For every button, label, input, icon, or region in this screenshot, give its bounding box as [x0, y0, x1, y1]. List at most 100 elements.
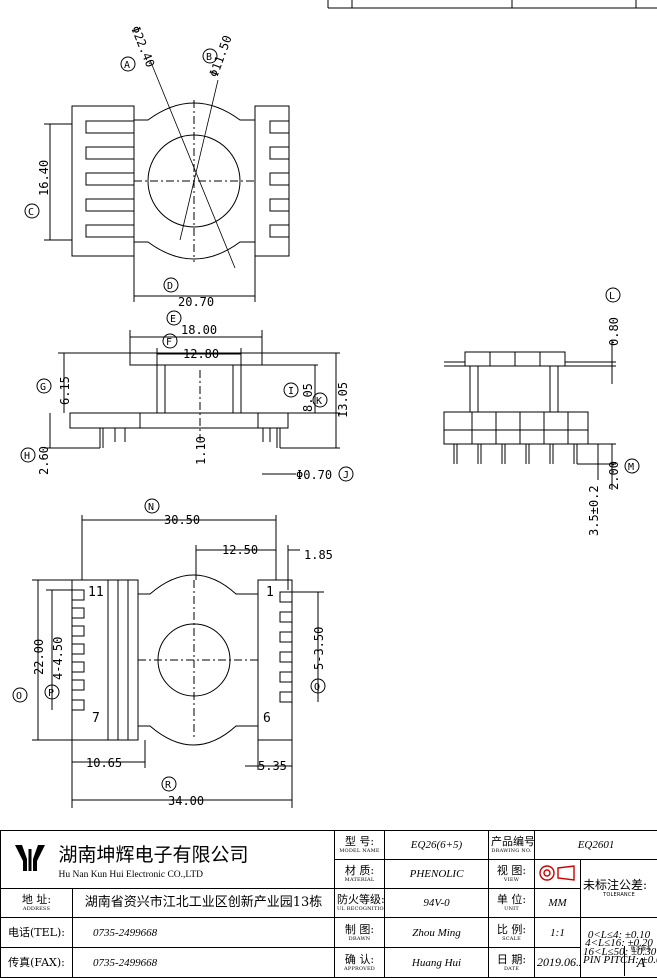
address-value: 湖南省资兴市江北工业区创新产业园13栋	[71, 888, 336, 918]
dim-p-text: 4-4.50	[51, 637, 65, 680]
dim-r-text: 34.00	[168, 794, 204, 808]
dim-c-text: 16.40	[37, 160, 51, 196]
balloon-d: D	[163, 277, 179, 293]
company-name-en: Hu Nan Kun Hui Electronic CO.,LTD	[58, 869, 204, 880]
balloon-l: L	[605, 287, 621, 303]
svg-text:L: L	[609, 291, 615, 302]
date-label-cell: 日 期:DATE	[488, 947, 536, 978]
drawing-no-label-cell: 产品编号:DRAWING NO.	[488, 830, 536, 860]
dim-d-text: 20.70	[178, 295, 214, 309]
sheet-border-top	[327, 0, 657, 9]
balloon-i: I	[283, 382, 299, 398]
svg-text:E: E	[170, 314, 176, 325]
side-view	[443, 340, 616, 490]
model-label-cell: 型 号:MODEL NAME	[334, 830, 386, 860]
balloon-j: J	[338, 466, 354, 482]
tel-value: 0735-2499668	[71, 917, 336, 948]
fire-label-cell: 防火等级:UL RECOGNITION	[334, 888, 386, 918]
balloon-c: C	[24, 203, 40, 219]
fire-value: 94V-0	[384, 888, 490, 918]
dim-a-text: Φ22.40	[128, 24, 157, 69]
address-label-cell: 地 址:ADDRESS	[0, 888, 73, 918]
pin-6-label: 6	[263, 711, 271, 726]
balloon-e: E	[166, 310, 182, 326]
balloon-a: A	[120, 56, 136, 72]
dim-m-text: 2.00	[607, 461, 621, 490]
dim-l-text: 0.80	[607, 317, 621, 346]
revision-box: 版本版本 A	[624, 946, 657, 976]
tolerance-cell: 未标注公差:TOLERANCE	[580, 859, 657, 918]
dim-1250-text: 12.50	[222, 543, 258, 557]
title-block: 湖南坤辉电子有限公司 Hu Nan Kun Hui Electronic CO.…	[0, 830, 657, 978]
dim-110-text: 1.10	[194, 436, 208, 465]
svg-text:M: M	[628, 462, 634, 473]
svg-text:R: R	[165, 780, 172, 791]
front-view	[44, 330, 340, 475]
svg-text:C: C	[28, 207, 34, 218]
bottom-view	[32, 515, 324, 808]
projection-symbol	[534, 859, 582, 889]
view-label-cell: 视 图:VIEW	[488, 859, 536, 889]
dim-e-text: 18.00	[181, 323, 217, 337]
dim-k-text: 13.05	[336, 382, 350, 418]
dim-i-text: 8.05	[301, 383, 315, 412]
dim-f-text: 12.80	[183, 347, 219, 361]
balloon-k: K	[312, 392, 328, 408]
fax-value: 0735-2499668	[71, 947, 336, 978]
svg-text:D: D	[167, 281, 173, 292]
balloon-f: F	[162, 333, 178, 349]
pin-11-label: 11	[88, 585, 104, 600]
company-logo	[13, 843, 47, 876]
pin-1-label: 1	[266, 585, 274, 600]
svg-text:B: B	[206, 52, 212, 63]
approved-value: Huang Hui	[384, 947, 490, 978]
svg-text:H: H	[24, 451, 30, 462]
top-view	[44, 59, 290, 302]
revision-value: A	[636, 956, 646, 971]
svg-text:O: O	[16, 691, 22, 702]
material-label-cell: 材 质:MATERIAL	[334, 859, 386, 889]
company-cell: 湖南坤辉电子有限公司 Hu Nan Kun Hui Electronic CO.…	[0, 830, 336, 889]
material-value: PHENOLIC	[384, 859, 490, 889]
unit-value: MM	[534, 888, 582, 918]
dim-g-text: 6.15	[58, 376, 72, 405]
dim-h-text: 2.60	[37, 446, 51, 475]
balloon-b: B	[202, 48, 218, 64]
balloon-h: H	[20, 447, 36, 463]
date-value: 2019.06.26	[534, 947, 582, 978]
dim-535-text: 5.35	[258, 759, 287, 773]
svg-text:K: K	[316, 396, 322, 407]
model-value: EQ26(6+5)	[384, 830, 490, 860]
dim-n-text: 30.50	[164, 513, 200, 527]
dim-j-text: Φ0.70	[296, 468, 332, 482]
svg-text:J: J	[343, 470, 349, 481]
svg-text:N: N	[148, 502, 154, 513]
balloon-g: G	[36, 378, 52, 394]
svg-text:Q: Q	[314, 682, 320, 693]
svg-text:P: P	[48, 688, 54, 699]
balloon-q: Q	[310, 678, 326, 694]
company-name-cn: 湖南坤辉电子有限公司	[58, 843, 249, 866]
dim-35-text: 3.5±0.2	[587, 485, 601, 536]
dim-185-text: 1.85	[304, 548, 333, 562]
balloon-o: O	[12, 687, 28, 703]
dim-q-text: 5-3.50	[312, 627, 326, 670]
drawing-no-value: EQ2601	[534, 830, 657, 860]
svg-text:A: A	[124, 60, 130, 71]
balloon-m: M	[624, 458, 640, 474]
svg-text:F: F	[166, 337, 172, 348]
unit-label-cell: 单 位:UNIT	[488, 888, 536, 918]
dim-1065-text: 10.65	[86, 756, 122, 770]
drawn-label-cell: 制 图:DRAWN	[334, 917, 386, 948]
tel-label: 电话(TEL):	[0, 917, 73, 948]
svg-text:G: G	[40, 382, 46, 393]
dim-o-text: 22.00	[32, 639, 46, 675]
approved-label-cell: 确 认:APPROVED	[334, 947, 386, 978]
balloon-p: P	[44, 684, 60, 700]
scale-value: 1:1	[534, 917, 582, 948]
pin-7-label: 7	[92, 711, 100, 726]
svg-text:I: I	[288, 386, 294, 397]
fax-label: 传真(FAX):	[0, 947, 73, 978]
drawn-value: Zhou Ming	[384, 917, 490, 948]
